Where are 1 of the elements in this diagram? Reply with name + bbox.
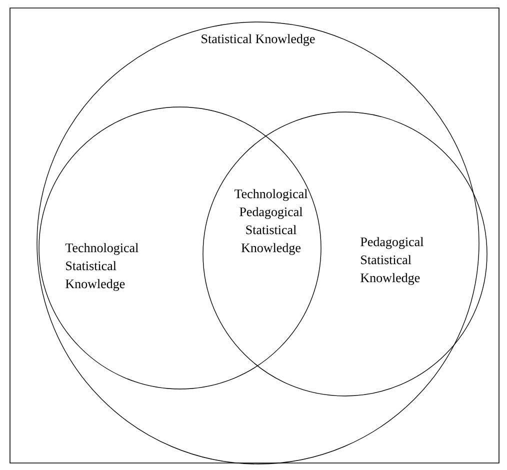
label: Technological Pedagogical Statistical Knowledge bbox=[234, 189, 308, 255]
